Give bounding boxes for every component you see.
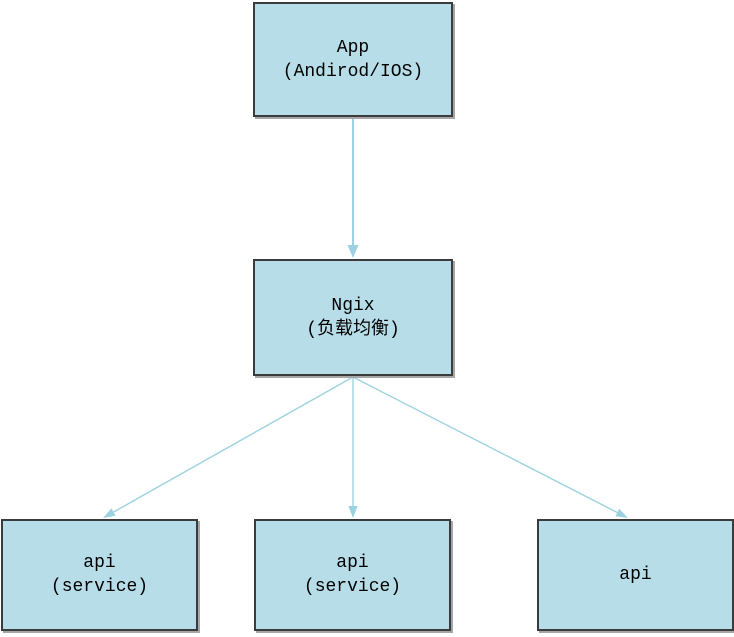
edge-ngix-api1-arrowhead-icon: [103, 508, 116, 518]
node-api-middle-subtitle: (service): [303, 577, 402, 597]
node-api-right-title: api: [619, 565, 652, 585]
node-ngix-subtitle: (负载均衡): [306, 319, 400, 340]
node-ngix: Ngix (负载均衡): [253, 259, 453, 376]
node-ngix-title: Ngix: [331, 295, 375, 316]
edge-ngix-api1-line: [113, 376, 354, 513]
edge-app-ngix-arrowhead-icon: [347, 245, 359, 258]
edge-ngix-api2-arrowhead-icon: [348, 506, 358, 518]
edge-ngix-api3-arrowhead-icon: [615, 508, 628, 518]
edge-ngix-api3-line: [352, 376, 618, 514]
node-api-middle: api (service): [254, 519, 451, 631]
node-api-middle-title: api: [336, 553, 369, 573]
node-app-title: App: [336, 37, 370, 58]
node-api-left: api (service): [1, 519, 198, 631]
node-api-right: api: [537, 519, 734, 631]
node-app: App (Andirod/IOS): [253, 2, 453, 117]
node-app-subtitle: (Andirod/IOS): [282, 61, 424, 82]
node-api-left-subtitle: (service): [50, 577, 149, 597]
node-api-left-title: api: [83, 553, 116, 573]
